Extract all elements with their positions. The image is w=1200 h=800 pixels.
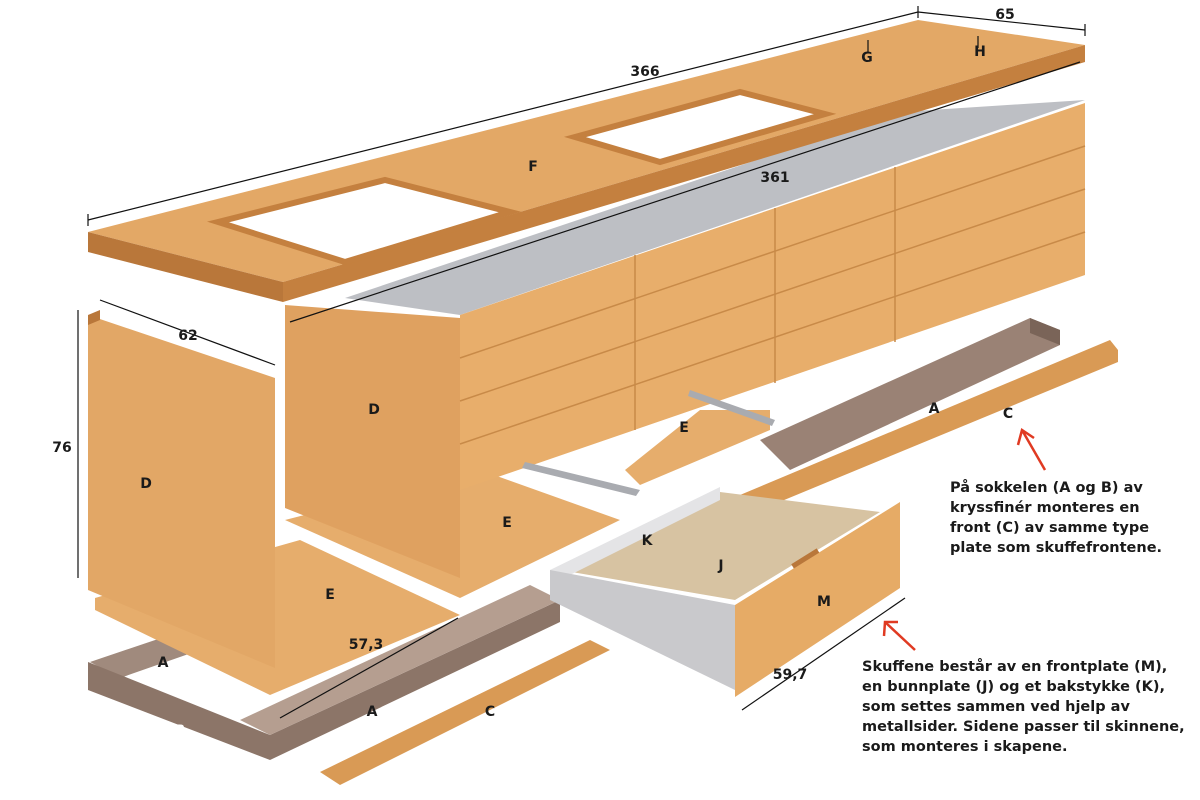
drawer-side <box>550 570 735 690</box>
note-plinth: På sokkelen (A og B) av kryssfinér monte… <box>950 480 1163 556</box>
side-panel-d-left <box>88 315 275 668</box>
sink-cutout-right <box>563 88 837 166</box>
label-j: J <box>718 558 724 574</box>
drawer-rail <box>522 462 640 496</box>
dim-drawer-width: 59,7 <box>772 667 808 683</box>
dim-side-depth: 62 <box>178 328 198 344</box>
label-a-front: A <box>366 704 378 720</box>
drawer-handle-slot <box>791 548 820 569</box>
arrow-icon <box>882 620 916 651</box>
label-a-left: A <box>157 655 169 671</box>
drawer-lines <box>459 145 1086 445</box>
label-d-left: D <box>140 476 152 492</box>
label-e-middle: E <box>502 515 512 531</box>
note-drawers: Skuffene består av en frontplate (M), en… <box>862 659 1185 755</box>
countertop-left-edge <box>88 232 283 302</box>
drawer-back-k <box>550 487 720 580</box>
plinth-back-a <box>760 318 1060 470</box>
label-c-loose: C <box>1002 406 1014 422</box>
label-h: H <box>974 44 986 60</box>
dim-cabinet-length: 361 <box>760 170 790 186</box>
drawer-bottom-j <box>560 492 880 600</box>
dim-countertop-length: 366 <box>630 64 660 80</box>
plinth-end-b <box>88 662 270 760</box>
label-c-front: C <box>484 704 496 720</box>
front-c-beam <box>320 640 610 785</box>
label-a-back: A <box>928 401 940 417</box>
front-c-beam-right <box>740 340 1118 510</box>
label-g: G <box>861 50 873 66</box>
label-f: F <box>528 159 538 175</box>
side-panel-d-left-edge <box>88 310 100 325</box>
label-b: B <box>174 723 186 739</box>
dimension-lines <box>77 6 1086 719</box>
bottom-e-right <box>625 410 770 485</box>
countertop-front-edge <box>283 45 1085 302</box>
label-d-middle: D <box>368 402 380 418</box>
label-m: M <box>817 594 831 610</box>
dim-bottom-depth: 57,3 <box>348 637 384 653</box>
arrow-icon <box>1016 427 1047 471</box>
plinth-end-b-right <box>1030 318 1060 345</box>
plinth-front-a-top <box>240 585 560 735</box>
label-e-right: E <box>679 420 689 436</box>
label-e-left: E <box>325 587 335 603</box>
drawer-front-m <box>735 502 900 697</box>
dim-countertop-depth: 65 <box>995 7 1015 23</box>
dim-height: 76 <box>52 440 72 456</box>
plinth-front-a <box>270 600 560 760</box>
side-panel-d-middle <box>285 305 460 578</box>
drawer-rail <box>688 390 775 426</box>
label-k: K <box>641 533 653 549</box>
drawer-bank-top <box>345 100 1085 315</box>
sink-cutout-left <box>206 176 522 266</box>
